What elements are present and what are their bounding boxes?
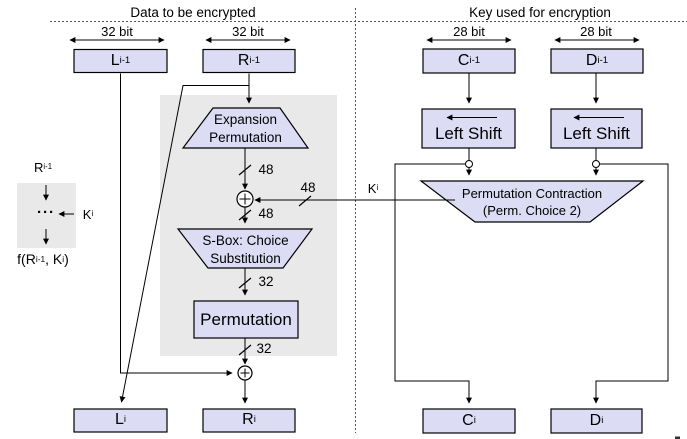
left-shift-c-box	[421, 108, 516, 149]
register-r-cur-box	[202, 408, 296, 433]
bus-width-slashes	[238, 164, 312, 356]
slash-32-after-perm	[238, 344, 252, 356]
register-l-cur-box	[73, 408, 168, 433]
slash-48-expansion	[238, 164, 252, 176]
slash-32-after-sbox	[238, 277, 252, 289]
register-c-cur-box	[422, 408, 516, 434]
junction-dot-d-icon	[592, 160, 600, 168]
wire-lprev-to-xor2	[120, 73, 233, 376]
expansion-permutation-shape	[181, 107, 310, 149]
wire-loop-to-ccur	[394, 163, 472, 404]
wire-rprev-to-lcur	[119, 85, 249, 403]
left-shift-d-box	[550, 108, 643, 149]
register-c-prev-box	[422, 48, 516, 74]
register-boxes	[73, 48, 644, 434]
perm-contraction-shape	[419, 180, 645, 223]
junction-dot-c-icon	[465, 160, 473, 168]
slash-48-after-xor	[238, 209, 252, 221]
register-r-prev-box	[202, 48, 296, 74]
wire-loop-to-dcur	[593, 163, 669, 404]
permutation-box	[193, 300, 299, 339]
register-d-prev-box	[550, 48, 644, 74]
xor-nodes	[236, 190, 254, 381]
sbox-shape	[176, 228, 314, 269]
wires	[43, 73, 669, 404]
register-l-prev-box	[73, 48, 168, 74]
register-d-cur-box	[550, 408, 643, 434]
slash-48-key	[298, 195, 312, 207]
trapezoid-blocks	[176, 107, 645, 269]
edge-mark	[675, 436, 680, 439]
